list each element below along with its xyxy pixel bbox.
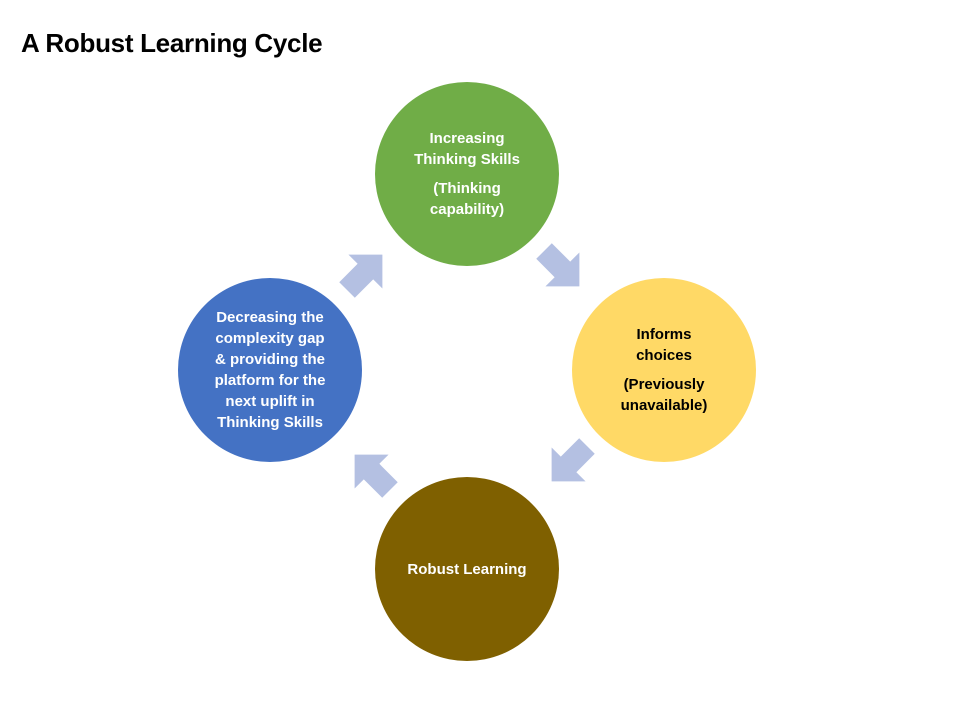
node-text: platform for the xyxy=(214,372,326,389)
node-text: Informs xyxy=(636,326,692,343)
arrow-shape xyxy=(551,438,595,482)
arrow-shape xyxy=(354,454,398,498)
node-subtext: capability) xyxy=(429,201,505,218)
node-subtext: (Thinking xyxy=(433,180,501,197)
node-text: complexity gap xyxy=(215,330,325,347)
cycle-arrow-bottom-to-left xyxy=(343,443,403,503)
node-text: Decreasing the xyxy=(216,309,324,326)
node-text: Thinking Skills xyxy=(217,414,323,431)
node-subtext: unavailable) xyxy=(620,397,708,414)
node-text: next uplift in xyxy=(225,393,315,410)
diagram-title: A Robust Learning Cycle xyxy=(21,28,323,58)
node-subtext: (Previously xyxy=(623,376,705,393)
node-text: Increasing xyxy=(429,130,505,147)
cycle-arrow-top-to-right xyxy=(531,238,591,298)
arrow-shape xyxy=(339,254,383,298)
node-text: choices xyxy=(636,347,692,364)
node-text: & providing the xyxy=(215,351,325,368)
node-informs-choices: Informs choices (Previously unavailable) xyxy=(572,278,756,462)
cycle-arrow-right-to-bottom xyxy=(540,433,600,493)
arrow-shape xyxy=(536,243,580,287)
node-increasing-thinking-skills: Increasing Thinking Skills (Thinking cap… xyxy=(375,82,559,266)
node-robust-learning: Robust Learning xyxy=(375,477,559,661)
node-text: Thinking Skills xyxy=(414,151,520,168)
node-decreasing-complexity-gap: Decreasing the complexity gap & providin… xyxy=(178,278,362,462)
cycle-arrow-left-to-top xyxy=(334,243,394,303)
node-text: Robust Learning xyxy=(407,560,527,578)
